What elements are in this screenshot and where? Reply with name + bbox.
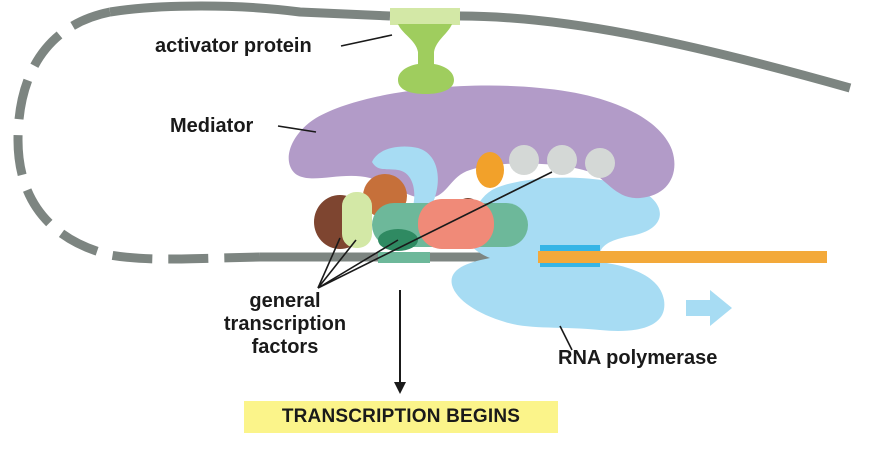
grey-bead-1 bbox=[509, 145, 539, 175]
gtf-label-line-1: general bbox=[249, 290, 321, 312]
leader-lines bbox=[277, 34, 573, 351]
activator-leader bbox=[340, 34, 393, 47]
rna-polymerase-label: RNA polymerase bbox=[558, 347, 718, 369]
grey-beads bbox=[509, 145, 615, 178]
orange-bead bbox=[476, 152, 504, 188]
pale-green-factor bbox=[342, 192, 372, 248]
mediator-shape bbox=[288, 85, 675, 199]
gtf-leader-4 bbox=[317, 171, 553, 289]
gtf-leader-2 bbox=[317, 239, 357, 289]
mediator-label: Mediator bbox=[170, 115, 254, 137]
gtf-leader-3 bbox=[317, 239, 399, 289]
activator-protein-shape bbox=[398, 24, 454, 94]
promoter-region bbox=[378, 252, 430, 263]
gtf-label-line-3: factors bbox=[251, 336, 319, 358]
transcription-begins-banner: TRANSCRIPTION BEGINS bbox=[244, 401, 558, 433]
mediator-leader bbox=[277, 125, 317, 133]
light-blue-hook bbox=[372, 146, 438, 217]
direction-arrow-icon bbox=[686, 290, 732, 326]
activator-binding-site bbox=[390, 8, 460, 25]
gtf-leader-1 bbox=[317, 237, 341, 289]
grey-bead-3 bbox=[585, 148, 615, 178]
general-transcription-factors-label: general transcription factors bbox=[205, 290, 365, 359]
activator-protein-label: activator protein bbox=[155, 35, 312, 57]
dna-loop-dashed bbox=[13, 7, 261, 264]
transcription-begins-text: TRANSCRIPTION BEGINS bbox=[281, 406, 521, 427]
gtf-label-line-2: transcription bbox=[223, 313, 347, 335]
rnap-leader bbox=[559, 325, 573, 351]
dna-loop-top bbox=[390, 11, 852, 93]
down-arrow-icon bbox=[394, 290, 406, 394]
dna-loop-top-left bbox=[109, 1, 391, 21]
rna-transcript bbox=[538, 251, 827, 263]
salmon-factor bbox=[418, 199, 494, 249]
grey-bead-2 bbox=[547, 145, 577, 175]
